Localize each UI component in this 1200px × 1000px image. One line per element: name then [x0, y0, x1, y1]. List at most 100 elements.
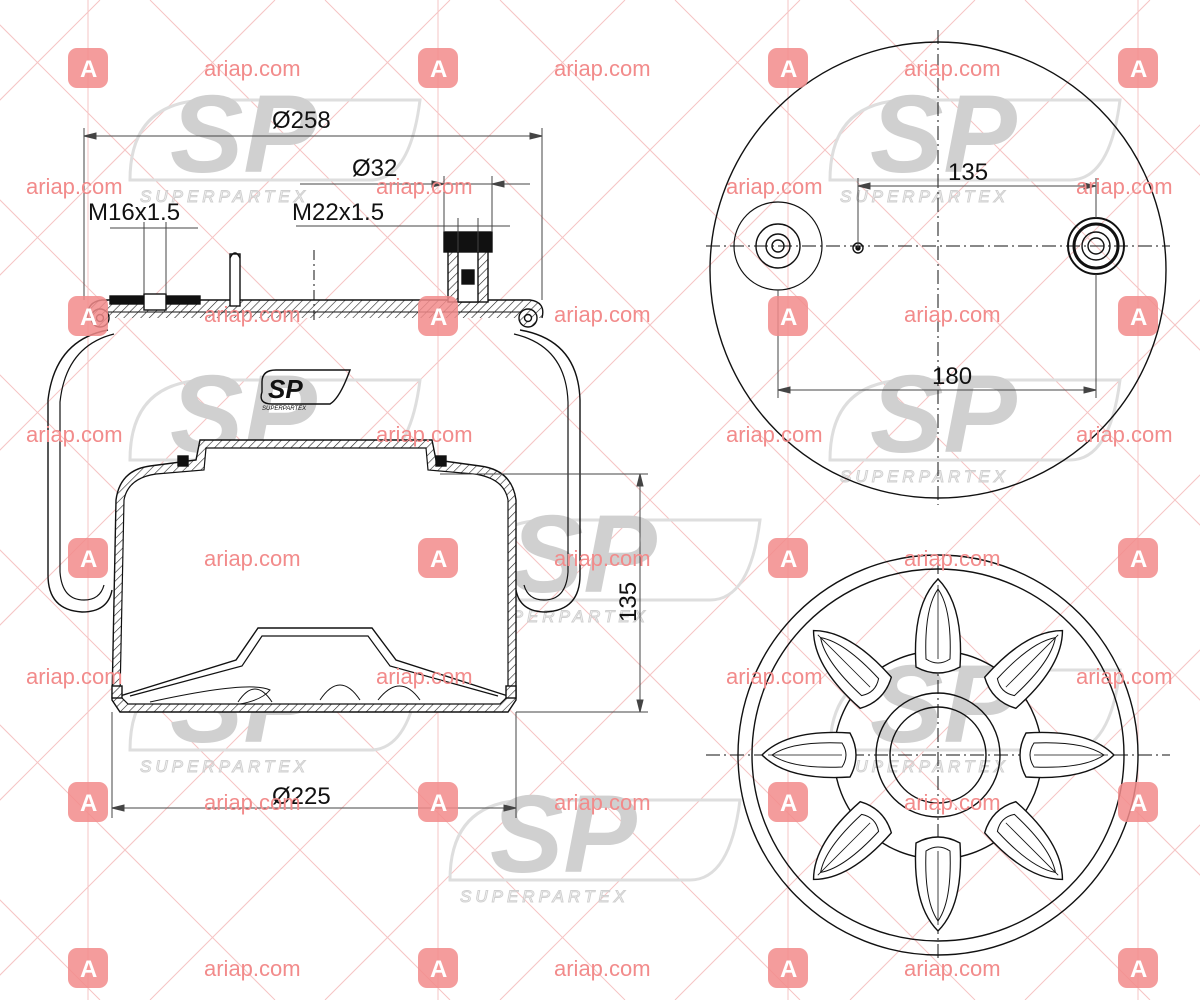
bellow-wall-outer	[47, 329, 113, 613]
dim-piston-diameter: Ø225	[272, 783, 331, 810]
watermark-letter: A	[430, 56, 447, 83]
watermark-site-text: ariap.com	[726, 174, 823, 199]
badge-mark: SP	[268, 374, 303, 404]
watermark-letter: A	[780, 304, 797, 331]
petal-rib	[914, 578, 962, 674]
sp-watermark-name: SUPERPARTEX	[460, 887, 629, 906]
dimension-labels: Ø258 Ø32 M16x1.5 M22x1.5 Ø225 135 135 18…	[88, 107, 988, 810]
sp-badge: SP SUPERPARTEX	[260, 369, 351, 412]
watermark-badge: A	[68, 48, 108, 88]
sp-watermark-name: SUPERPARTEX	[140, 187, 309, 206]
grid-line-diag	[1024, 0, 1200, 176]
grid-line-diag	[324, 124, 1200, 1000]
watermark-badge: A	[768, 538, 808, 578]
dimension-lines-front	[83, 128, 648, 818]
petal-rib	[812, 629, 893, 710]
watermark-site-text: ariap.com	[554, 956, 651, 981]
watermark-badge: A	[418, 948, 458, 988]
dim-thread-left: M16x1.5	[88, 199, 180, 226]
air-pin	[229, 253, 241, 307]
grid-line-diag	[0, 0, 276, 276]
watermark-site-text: ariap.com	[904, 302, 1001, 327]
watermark-site-text: ariap.com	[376, 664, 473, 689]
grid-line-diag	[499, 299, 1200, 1000]
watermark-site-text: ariap.com	[204, 956, 301, 981]
watermark-badge: A	[418, 48, 458, 88]
petal-rib	[914, 836, 962, 932]
watermark-site-text: ariap.com	[26, 422, 123, 447]
grid-line-diag	[0, 899, 101, 1000]
sp-watermark-name: SUPERPARTEX	[140, 757, 309, 776]
watermark-letter: A	[780, 790, 797, 817]
sp-watermark-mark: SP	[870, 73, 1017, 196]
dim-thread-right: M22x1.5	[292, 199, 384, 226]
grid-line-diag	[849, 0, 1200, 351]
watermark-badge: A	[68, 948, 108, 988]
watermark-badge: A	[768, 296, 808, 336]
watermark-site-text: ariap.com	[904, 956, 1001, 981]
watermark-site-text: ariap.com	[554, 302, 651, 327]
watermark-letter: A	[430, 546, 447, 573]
watermark-letter: A	[1130, 56, 1147, 83]
watermark-letter: A	[1130, 546, 1147, 573]
watermark-badge: A	[418, 538, 458, 578]
watermark-letter: A	[430, 956, 447, 983]
grid-line-diag	[1024, 824, 1200, 1000]
badge-name: SUPERPARTEX	[262, 406, 307, 412]
bellow-wall-outer-right	[515, 329, 581, 613]
watermark-site-text: ariap.com	[1076, 174, 1173, 199]
grid-line-diag	[0, 0, 101, 101]
watermark-site-text: ariap.com	[204, 302, 301, 327]
section-view	[47, 231, 581, 713]
watermark-site-text: ariap.com	[1076, 422, 1173, 447]
watermark-letter: A	[80, 56, 97, 83]
sp-watermark-mark: SP	[170, 73, 317, 196]
watermark-letter: A	[430, 304, 447, 331]
grid-line-diag	[0, 549, 451, 1000]
watermark-site-text: ariap.com	[554, 56, 651, 81]
watermark-badge: A	[1118, 48, 1158, 88]
watermark-letter: A	[430, 790, 447, 817]
dim-height: 135	[615, 582, 642, 622]
petal-rib	[1019, 731, 1115, 779]
petal-rib	[812, 800, 893, 881]
watermark-badge: A	[768, 948, 808, 988]
sp-watermark-name: SUPERPARTEX	[480, 607, 649, 626]
watermark-site-text: ariap.com	[904, 790, 1001, 815]
grid-line-diag	[149, 0, 1151, 1000]
watermark-site-text: ariap.com	[376, 174, 473, 199]
grid-line-diag	[0, 724, 276, 1000]
watermark-site-text: ariap.com	[904, 56, 1001, 81]
petal-rib	[761, 731, 857, 779]
sp-watermark-mark: SP	[870, 353, 1017, 476]
sp-watermark-name: SUPERPARTEX	[840, 187, 1009, 206]
sp-watermark-mark: SP	[510, 493, 657, 616]
dimension-lines-top	[777, 178, 1097, 398]
watermark-badge: A	[1118, 538, 1158, 578]
watermark-letter: A	[80, 304, 97, 331]
watermark-badge: A	[1118, 296, 1158, 336]
dim-bolt-spacing-top: 135	[948, 159, 988, 186]
petal-rib	[983, 629, 1064, 710]
watermark-badge: A	[68, 296, 108, 336]
petal-ribs	[761, 578, 1115, 932]
bottom-view	[706, 554, 1170, 960]
watermark-letter: A	[1130, 790, 1147, 817]
fitting-m22	[443, 231, 493, 253]
sp-watermark-name: SUPERPARTEX	[840, 467, 1009, 486]
sp-watermark-name: SUPERPARTEX	[840, 757, 1009, 776]
watermark-badge: A	[418, 296, 458, 336]
watermark-site-text: ariap.com	[26, 174, 123, 199]
watermark-letter: A	[780, 546, 797, 573]
watermark-letter: A	[1130, 304, 1147, 331]
watermark-site-text: ariap.com	[726, 422, 823, 447]
watermark-badge: A	[68, 538, 108, 578]
watermark-site-text: ariap.com	[204, 790, 301, 815]
watermark-site-text: ariap.com	[376, 422, 473, 447]
watermark-letter: A	[780, 56, 797, 83]
watermark-letter: A	[780, 956, 797, 983]
watermark-site-text: ariap.com	[204, 56, 301, 81]
